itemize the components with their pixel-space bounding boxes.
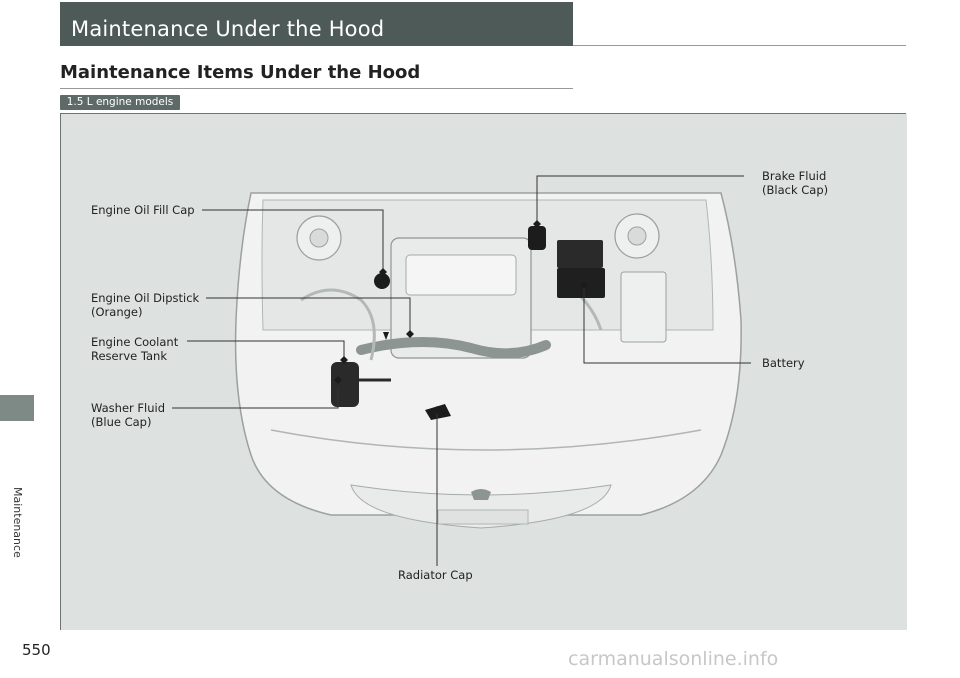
- battery-marker: [580, 281, 588, 289]
- callout-oil-dipstick: Engine Oil Dipstick (Orange): [91, 291, 200, 319]
- header-rule: [573, 45, 906, 46]
- intake-duct: [356, 336, 551, 359]
- engine-cover: [405, 254, 517, 296]
- left-strut-cap: [309, 228, 329, 248]
- engine-model-badge: 1.5 L engine models: [60, 95, 180, 110]
- grille: [350, 484, 612, 529]
- figure-top-border: [60, 113, 906, 114]
- oil-fill-cap-leader: [202, 209, 384, 272]
- washer-fluid-marker: [334, 376, 342, 384]
- watermark: carmanualsonline.info: [568, 648, 779, 670]
- oil-dipstick-marker: [406, 330, 414, 338]
- oil-dipstick-leader: [206, 297, 411, 334]
- callout-coolant-tank: Engine Coolant Reserve Tank: [91, 335, 179, 363]
- car-emblem: [471, 489, 491, 500]
- callout-oil-fill-cap: Engine Oil Fill Cap: [91, 203, 195, 217]
- section-title: Maintenance Items Under the Hood: [60, 62, 421, 83]
- oil-fill-cap-marker: [379, 268, 387, 276]
- right-strut-cap: [627, 226, 647, 246]
- coolant-tank-leader: [187, 340, 345, 360]
- brake-fluid-reservoir: [528, 226, 546, 250]
- brake-fluid-leader: [536, 175, 744, 224]
- license-plate-area: [437, 509, 529, 525]
- engine-bay-illustration: [172, 175, 751, 566]
- oil-fill-cap: [374, 273, 390, 289]
- chapter-title: Maintenance Under the Hood: [71, 17, 385, 41]
- bumper-line: [270, 429, 702, 451]
- page-number: 550: [22, 641, 51, 659]
- hose-left: [300, 288, 376, 361]
- washer-fluid-leader: [172, 388, 339, 409]
- radiator-cap-marker: [433, 406, 441, 414]
- battery-body: [557, 268, 605, 298]
- battery-leader: [583, 285, 751, 364]
- coolant-tank-marker: [340, 356, 348, 364]
- fuse-box: [620, 271, 667, 343]
- coolant-reserve-tank: [331, 362, 359, 407]
- engine-bay-figure: [60, 114, 907, 630]
- callout-battery: Battery: [762, 356, 805, 370]
- chapter-tab-marker: [0, 395, 34, 421]
- section-rule: [60, 88, 573, 89]
- callout-radiator-cap: Radiator Cap: [398, 568, 473, 582]
- battery-top: [557, 240, 603, 268]
- callout-washer-fluid: Washer Fluid (Blue Cap): [91, 401, 166, 429]
- chapter-side-label: Maintenance: [11, 487, 24, 558]
- chapter-title-bar: [60, 2, 573, 46]
- callout-brake-fluid: Brake Fluid (Black Cap): [762, 169, 829, 197]
- oil-dipstick-handle: [383, 332, 389, 340]
- brake-fluid-marker: [533, 220, 541, 228]
